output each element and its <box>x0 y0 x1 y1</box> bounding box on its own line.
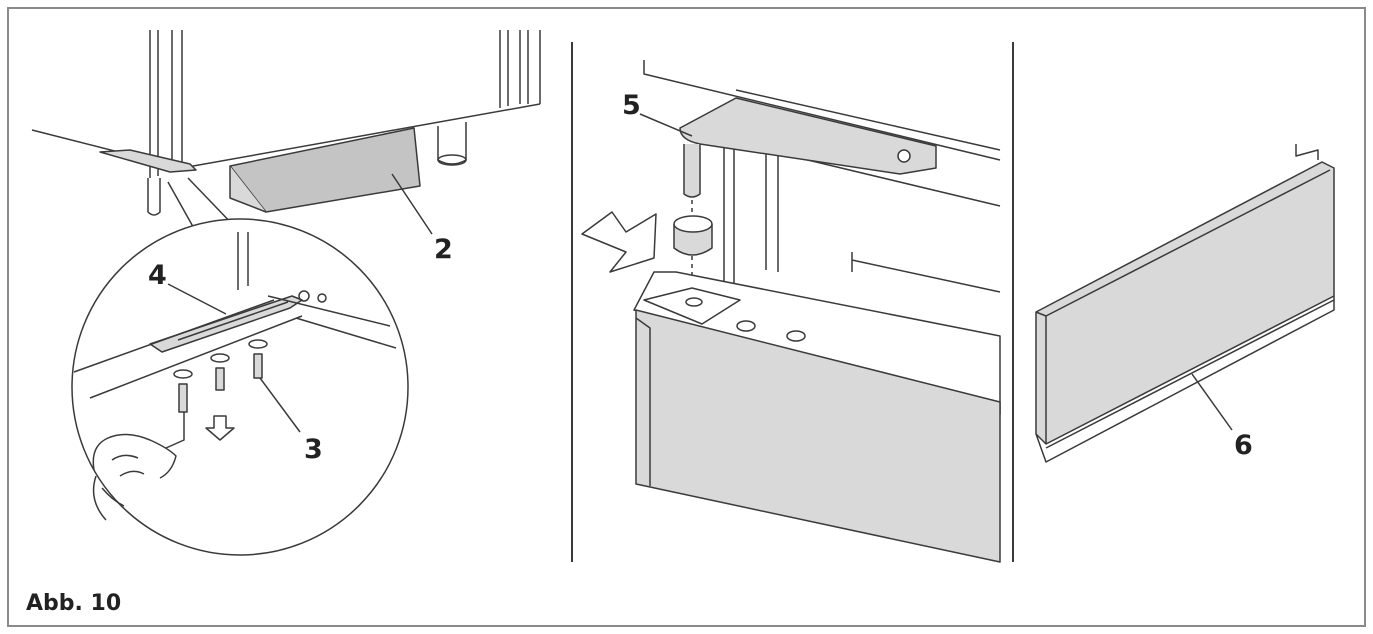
hinge-bolt-b <box>317 293 327 303</box>
hinge-bolt-a <box>298 290 310 302</box>
washer-top <box>673 215 713 233</box>
cabinet-bottom-edge <box>73 295 397 399</box>
cabinet-opening <box>723 112 1001 293</box>
down-arrow-small <box>205 415 235 441</box>
door-edge <box>635 317 651 486</box>
figure-frame <box>7 7 1366 627</box>
panel-2-top-hinge-removal <box>581 60 1001 563</box>
hinge-plate-slot <box>177 301 289 341</box>
leader-6 <box>1191 373 1233 431</box>
callout-5: 5 <box>622 90 641 121</box>
adjustable-foot-base <box>437 154 467 166</box>
plinth-clip <box>1295 144 1319 160</box>
adjustable-foot <box>437 122 467 165</box>
door-front <box>635 309 1001 563</box>
cabinet-side-in-detail <box>237 232 249 290</box>
leader-2 <box>391 173 433 235</box>
detail-magnifier <box>71 218 409 556</box>
plinth-panel-lip <box>1035 296 1335 463</box>
appliance-side-right <box>499 30 541 108</box>
top-hinge-bolt <box>897 149 911 163</box>
door-pin-hole <box>685 297 703 307</box>
leader-3 <box>259 377 301 433</box>
hand <box>92 433 177 521</box>
leader-5 <box>639 113 693 137</box>
left-foot <box>147 178 161 216</box>
hex-key <box>165 412 185 449</box>
panel-3-plinth-panel <box>1035 144 1335 463</box>
screws <box>173 339 268 413</box>
callout-6: 6 <box>1234 430 1253 461</box>
callout-4: 4 <box>148 260 167 291</box>
plinth-block-front <box>229 127 421 213</box>
appliance-bottom-edge <box>181 103 541 169</box>
figure-caption: Abb. 10 <box>26 591 121 616</box>
down-arrow-large <box>581 211 657 273</box>
callout-2: 2 <box>434 234 453 265</box>
top-hinge-pin <box>683 144 701 198</box>
door-screw-b <box>786 330 806 342</box>
bottom-hinge-small <box>99 149 197 173</box>
plinth-block-top <box>229 166 267 213</box>
cabinet-top-edge <box>643 60 1001 161</box>
plinth-panel-face <box>1035 161 1335 445</box>
appliance-side-left <box>149 30 183 178</box>
top-hinge-bracket <box>679 97 937 175</box>
leader-4 <box>167 283 227 315</box>
door-screw-a <box>736 320 756 332</box>
callout-3: 3 <box>304 434 323 465</box>
washer <box>673 224 713 256</box>
panel-1-bottom-hinge-removal <box>31 30 541 556</box>
